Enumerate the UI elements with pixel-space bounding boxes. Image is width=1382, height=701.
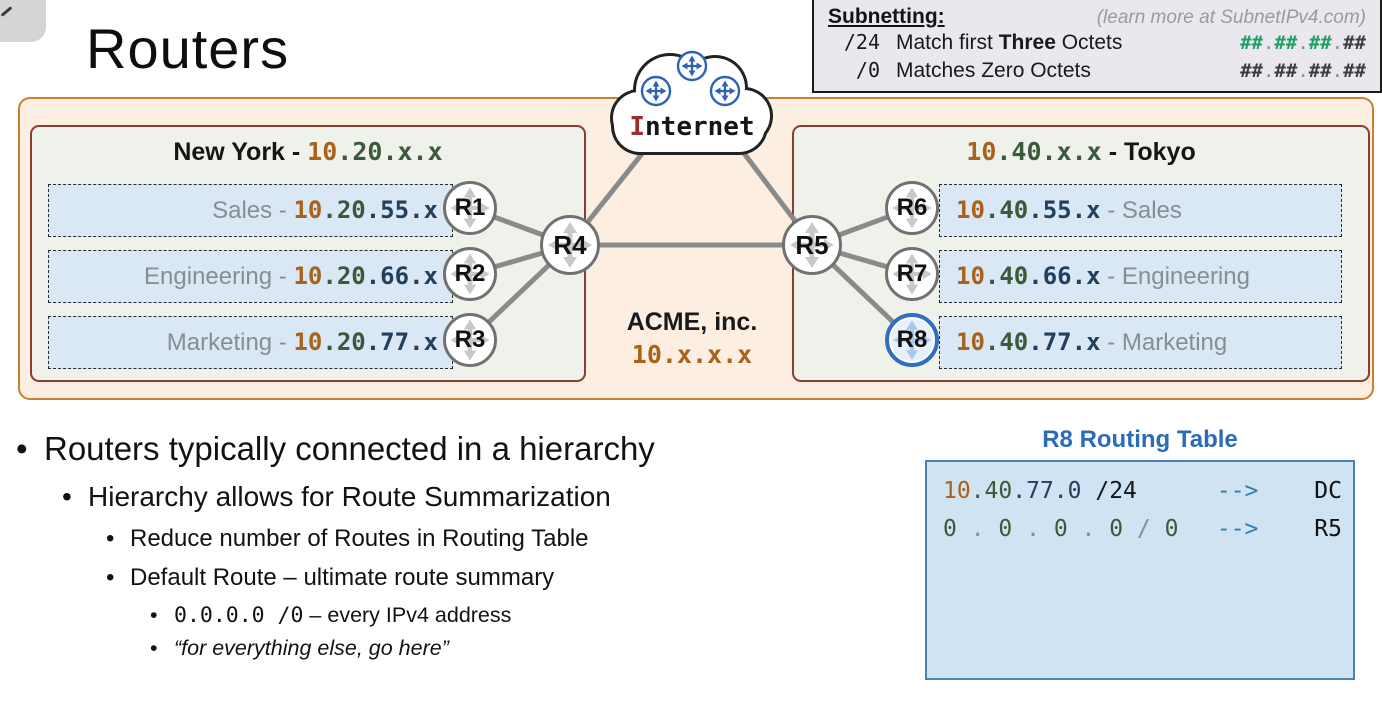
subnet-row-ny-sales: Sales - 10.20.55.x — [48, 184, 453, 237]
acme-network-ip: 10.x.x.x — [631, 340, 753, 369]
subnet-label: Engineering - 10.20.66.x — [144, 262, 438, 290]
subnetting-panel: Subnetting: (learn more at SubnetIPv4.co… — [812, 0, 1382, 93]
router-node-r8-highlighted: R8 — [885, 313, 939, 367]
subnet-row-ny-engineering: Engineering - 10.20.66.x — [48, 250, 453, 303]
subnetting-row-24: /24 Match first Three Octets ##.##.##.## — [828, 30, 1366, 58]
subnet-row-tokyo-sales: 10.40.55.x - Sales — [939, 184, 1342, 237]
router-node-r7: R7 — [885, 247, 939, 301]
router-node-r4: R4 — [540, 215, 600, 275]
mask-pattern: ##.##.##.## — [1240, 60, 1366, 82]
router-label: R1 — [454, 194, 486, 221]
site-title-new-york: New York - 10.20.x.x — [173, 137, 443, 166]
bullet-text: Reduce number of Routes in Routing Table — [130, 525, 589, 552]
router-node-r2: R2 — [443, 247, 497, 301]
router-icon — [676, 50, 708, 82]
bullet-text: “for everything else, go here” — [174, 636, 449, 660]
bullet-item: “for everything else, go here” — [2, 636, 902, 661]
router-label: R5 — [795, 229, 829, 260]
route-arrow: --> — [1216, 478, 1259, 504]
bullet-item: Reduce number of Routes in Routing Table — [2, 525, 902, 553]
subnet-label: Sales - 10.20.55.x — [212, 196, 438, 224]
router-label: R8 — [896, 326, 928, 353]
router-node-r6: R6 — [885, 181, 939, 235]
bullet-item: Hierarchy allows for Route Summarization — [2, 481, 902, 513]
route-arrow: --> — [1216, 516, 1259, 542]
router-label: R3 — [454, 326, 486, 353]
page-title: Routers — [86, 17, 290, 80]
route-prefix: 10.40.77.0 /24 — [943, 478, 1137, 504]
router-node-r3: R3 — [443, 313, 497, 367]
route-destination: DC — [1314, 478, 1342, 504]
subnet-row-tokyo-engineering: 10.40.66.x - Engineering — [939, 250, 1342, 303]
mask-pattern: ##.##.##.## — [1240, 32, 1366, 54]
routing-table-title: R8 Routing Table — [1042, 426, 1238, 453]
bullet-text: Default Route – ultimate route summary — [130, 564, 555, 591]
route-prefix: 0 . 0 . 0 . 0 / 0 — [943, 516, 1179, 542]
player-control-button[interactable] — [0, 0, 46, 42]
bullet-text: 0.0.0.0 /0 – every IPv4 address — [174, 603, 512, 628]
bullet-item: Default Route – ultimate route summary — [2, 564, 902, 592]
subnetting-heading: Subnetting: — [828, 5, 945, 28]
subnet-label: 10.40.55.x - Sales — [956, 196, 1182, 224]
route-destination: R5 — [1314, 516, 1342, 542]
router-node-r5: R5 — [782, 215, 842, 275]
site-box-new-york: New York - 10.20.x.x Sales - 10.20.55.x … — [30, 125, 586, 382]
router-label: R4 — [553, 229, 587, 260]
prefix-description: Match first Three Octets — [896, 31, 1123, 54]
bullet-item: 0.0.0.0 /0 – every IPv4 address — [2, 603, 902, 628]
routing-table-row: 10.40.77.0 /24 --> DC — [943, 472, 1342, 510]
subnet-label: 10.40.66.x - Engineering — [956, 262, 1250, 290]
subnet-label: Marketing - 10.20.77.x — [166, 328, 438, 356]
subnetting-note: (learn more at SubnetIPv4.com) — [1096, 7, 1366, 28]
subnet-row-tokyo-marketing: 10.40.77.x - Marketing — [939, 316, 1342, 369]
checkmark-icon — [0, 6, 13, 17]
router-label: R6 — [896, 194, 928, 221]
bullet-text: Hierarchy allows for Route Summarization — [88, 481, 611, 512]
subnet-label: 10.40.77.x - Marketing — [956, 328, 1228, 356]
prefix-description: Matches Zero Octets — [896, 59, 1091, 82]
site-title-tokyo: 10.40.x.x - Tokyo — [966, 137, 1196, 166]
acme-company-name: ACME, inc. — [626, 308, 758, 336]
router-node-r1: R1 — [443, 181, 497, 235]
bullet-list: Routers typically connected in a hierarc… — [2, 430, 902, 669]
bullet-item: Routers typically connected in a hierarc… — [2, 430, 902, 468]
prefix-label: /0 — [855, 58, 880, 82]
subnetting-row-0: /0 Matches Zero Octets ##.##.##.## — [828, 58, 1366, 86]
subnet-row-ny-marketing: Marketing - 10.20.77.x — [48, 316, 453, 369]
bullet-text: Routers typically connected in a hierarc… — [44, 430, 655, 467]
acme-label: ACME, inc. 10.x.x.x — [598, 308, 786, 370]
router-label: R7 — [896, 260, 928, 287]
prefix-label: /24 — [843, 30, 880, 54]
routing-table: 10.40.77.0 /24 --> DC 0 . 0 . 0 . 0 / 0 … — [925, 460, 1355, 680]
routing-table-row: 0 . 0 . 0 . 0 / 0 --> R5 — [943, 510, 1342, 548]
site-box-tokyo: 10.40.x.x - Tokyo 10.40.55.x - Sales 10.… — [792, 125, 1370, 382]
router-label: R2 — [454, 260, 486, 287]
